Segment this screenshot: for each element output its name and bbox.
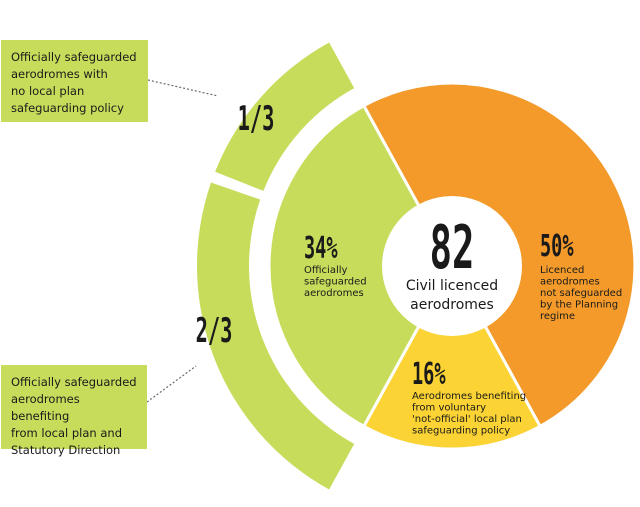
- ring-callout-top-text: Officially safeguarded aerodromes with n…: [11, 50, 137, 115]
- ring-segment-top: [215, 42, 355, 191]
- ring-callout-top: Officially safeguarded aerodromes with n…: [1, 40, 148, 122]
- leader-line-top: [147, 79, 219, 97]
- ring-callout-bottom-text: Officially safeguarded aerodromes benefi…: [11, 375, 137, 457]
- center-circle: [382, 196, 522, 336]
- slice-percent-orange: 50%: [540, 228, 574, 263]
- center-total: 82: [430, 213, 475, 283]
- leader-line-bottom: [146, 365, 197, 403]
- slice-percent-yellow: 16%: [412, 356, 446, 391]
- ring-fraction-bottom: 2/3: [196, 310, 233, 350]
- outer-ring: [197, 42, 355, 490]
- ring-fraction-top: 1/3: [238, 98, 275, 138]
- ring-segment-bottom: [197, 182, 355, 490]
- slice-percent-green: 34%: [304, 230, 338, 265]
- pie-slice-yellow: [361, 262, 543, 451]
- ring-callout-bottom: Officially safeguarded aerodromes benefi…: [1, 365, 147, 457]
